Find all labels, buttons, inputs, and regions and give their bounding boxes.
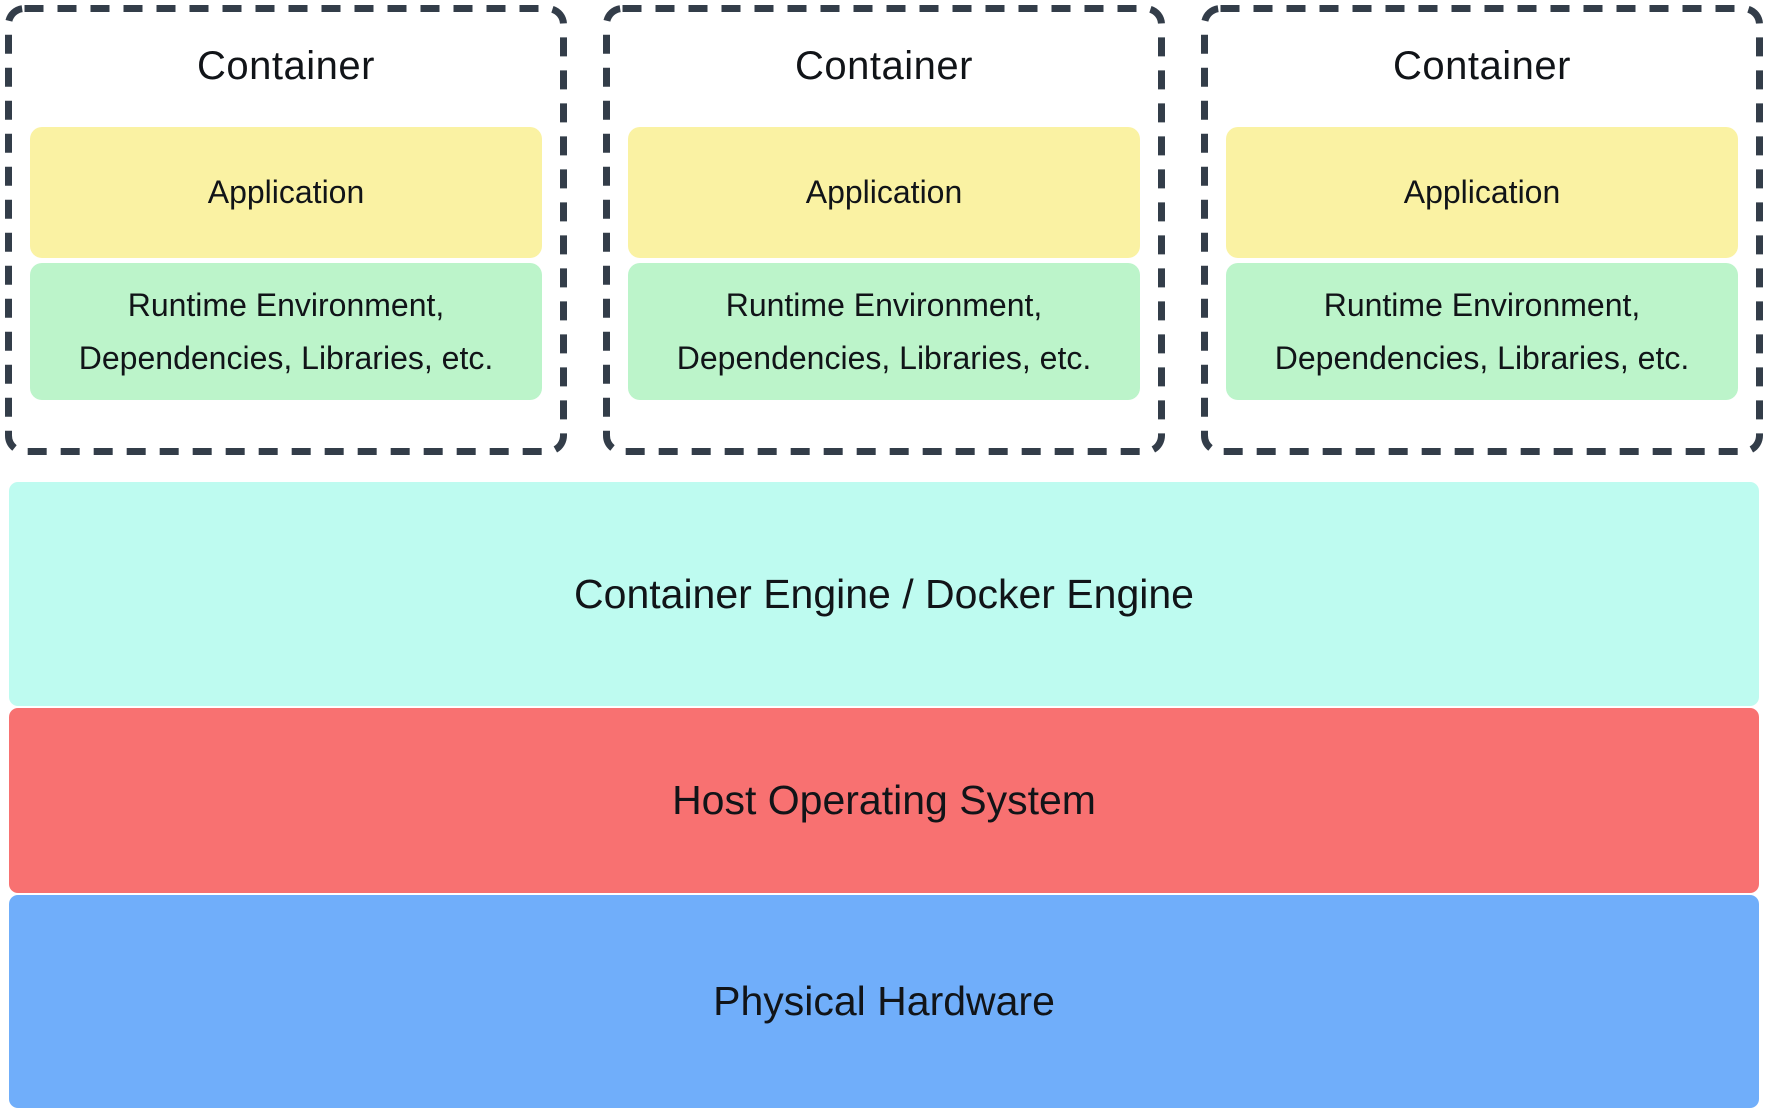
runtime-line-1: Runtime Environment, <box>1323 286 1641 323</box>
runtime-line-2: Dependencies, Libraries, etc. <box>78 339 494 376</box>
runtime-line-1: Runtime Environment, <box>127 286 445 323</box>
containers-row: Container Application Runtime Environmen… <box>5 5 1763 455</box>
application-label: Application <box>805 174 963 210</box>
application-box: Application <box>1226 127 1738 258</box>
layer-physical-hardware-label: Physical Hardware <box>713 978 1055 1024</box>
layer-host-operating-system-label: Host Operating System <box>672 777 1096 823</box>
container-content: Container Application Runtime Environmen… <box>603 5 1165 455</box>
container-box-1: Container Application Runtime Environmen… <box>5 5 567 455</box>
container-box-3: Container Application Runtime Environmen… <box>1201 5 1763 455</box>
container-title: Container <box>795 44 973 88</box>
layer-container-engine: Container Engine / Docker Engine <box>9 482 1759 706</box>
container-content: Container Application Runtime Environmen… <box>1201 5 1763 455</box>
application-box: Application <box>628 127 1140 258</box>
layer-host-operating-system: Host Operating System <box>9 708 1759 893</box>
container-title: Container <box>1393 44 1571 88</box>
application-label: Application <box>207 174 365 210</box>
layer-container-engine-label: Container Engine / Docker Engine <box>574 570 1194 617</box>
runtime-box: Runtime Environment, Dependencies, Libra… <box>1226 263 1738 400</box>
runtime-box: Runtime Environment, Dependencies, Libra… <box>30 263 542 400</box>
application-box: Application <box>30 127 542 258</box>
runtime-line-1: Runtime Environment, <box>725 286 1043 323</box>
container-title: Container <box>197 44 375 88</box>
runtime-line-2: Dependencies, Libraries, etc. <box>1274 339 1690 376</box>
runtime-box: Runtime Environment, Dependencies, Libra… <box>628 263 1140 400</box>
layer-physical-hardware: Physical Hardware <box>9 895 1759 1108</box>
container-content: Container Application Runtime Environmen… <box>5 5 567 455</box>
application-label: Application <box>1403 174 1561 210</box>
runtime-line-2: Dependencies, Libraries, etc. <box>676 339 1092 376</box>
container-box-2: Container Application Runtime Environmen… <box>603 5 1165 455</box>
